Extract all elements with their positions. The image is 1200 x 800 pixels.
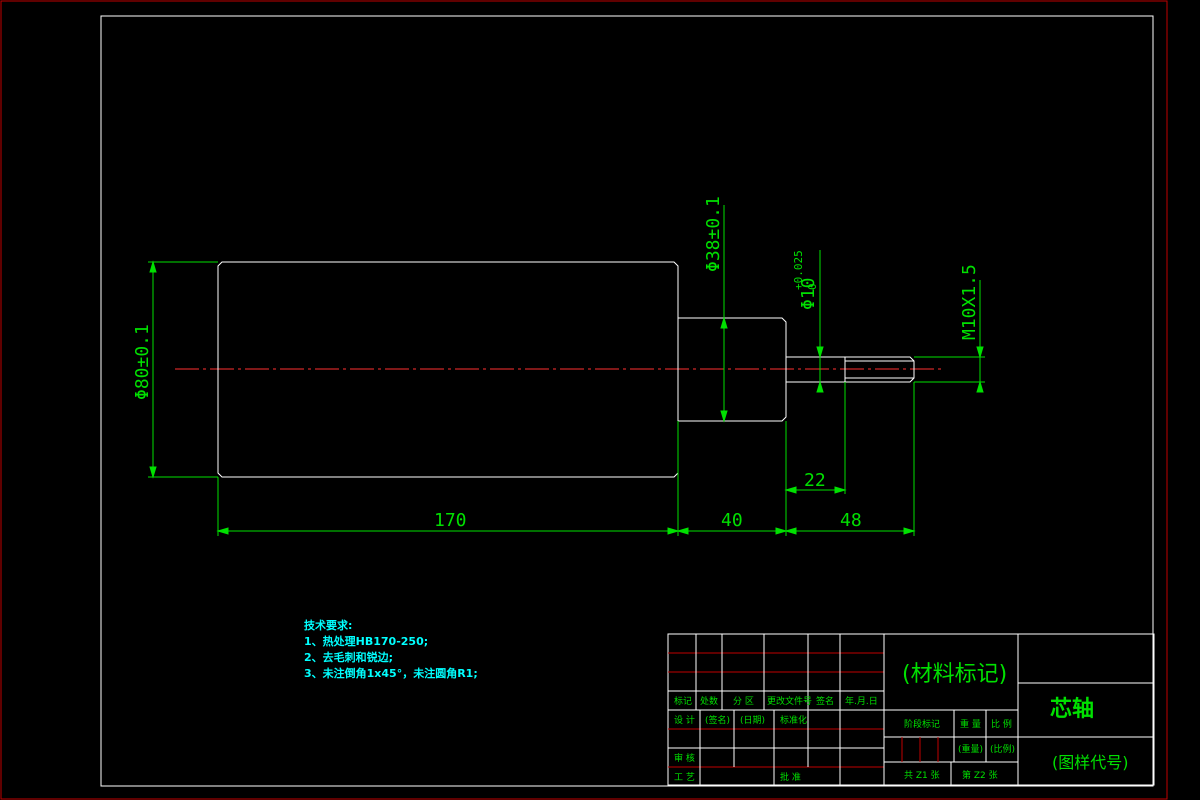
- tb-sheet-number: 第 Z2 张: [962, 769, 998, 781]
- tb-weight-label: 重 量: [960, 718, 981, 730]
- dim-diameter-10-tol-lower: 0: [806, 283, 819, 290]
- tb-process-label: 工 艺: [674, 772, 695, 783]
- tb-approve-label: 批 准: [780, 771, 801, 783]
- requirement-item: 3、未注倒角1x45°，未注圆角R1;: [304, 667, 478, 680]
- tb-stage-mark-label: 阶段标记: [904, 718, 940, 730]
- tb-drawing-number: (图样代号): [1052, 753, 1129, 772]
- tb-review-label: 审 核: [674, 752, 695, 764]
- technical-requirements: 技术要求: 1、热处理HB170-250; 2、去毛刺和锐边; 3、未注倒角1x…: [304, 618, 478, 682]
- dim-diameter-10-tol-upper: +0.025: [792, 250, 805, 290]
- tb-zone-label: 分 区: [733, 696, 754, 707]
- requirements-title: 技术要求:: [304, 619, 353, 632]
- tb-change-doc-label: 更改文件号: [767, 695, 812, 707]
- dim-diameter-10: Φ10: [798, 277, 819, 310]
- requirement-item: 1、热处理HB170-250;: [304, 635, 429, 648]
- tb-standardize-label: 标准化: [780, 714, 807, 726]
- dim-length-22: 22: [804, 470, 826, 491]
- tb-part-name: 芯轴: [1050, 696, 1094, 722]
- shaft-large-section: [217, 261, 679, 478]
- tb-weight-value: (重量): [958, 743, 983, 755]
- tb-design-label: 设 计: [674, 714, 695, 726]
- dim-thread-m10: M10X1.5: [959, 264, 980, 340]
- title-block: [667, 633, 1155, 786]
- tb-date-label: 年.月.日: [845, 695, 878, 707]
- tb-total-sheets: 共 Z1 张: [904, 770, 940, 781]
- tb-signature-label: (签名): [705, 714, 730, 726]
- dim-diameter-38: Φ38±0.1: [703, 196, 724, 272]
- requirement-item: 2、去毛刺和锐边;: [304, 651, 394, 664]
- tb-count-label: 处数: [700, 695, 718, 707]
- dim-length-40: 40: [721, 510, 743, 531]
- outer-sheet-border: [0, 0, 1168, 800]
- tb-scale-value: (比例): [990, 743, 1015, 755]
- tb-material: (材料标记): [902, 662, 1007, 687]
- dim-length-170: 170: [434, 510, 467, 531]
- tb-scale-label: 比 例: [991, 718, 1012, 730]
- tb-date-placeholder: (日期): [740, 715, 765, 726]
- inner-frame-border: [100, 15, 1154, 787]
- tb-mark-label: 标记: [674, 695, 692, 707]
- tb-sign-label: 签名: [816, 695, 834, 707]
- dimension-lines: [148, 205, 985, 536]
- dim-diameter-80: Φ80±0.1: [132, 324, 153, 400]
- dim-length-48: 48: [840, 510, 862, 531]
